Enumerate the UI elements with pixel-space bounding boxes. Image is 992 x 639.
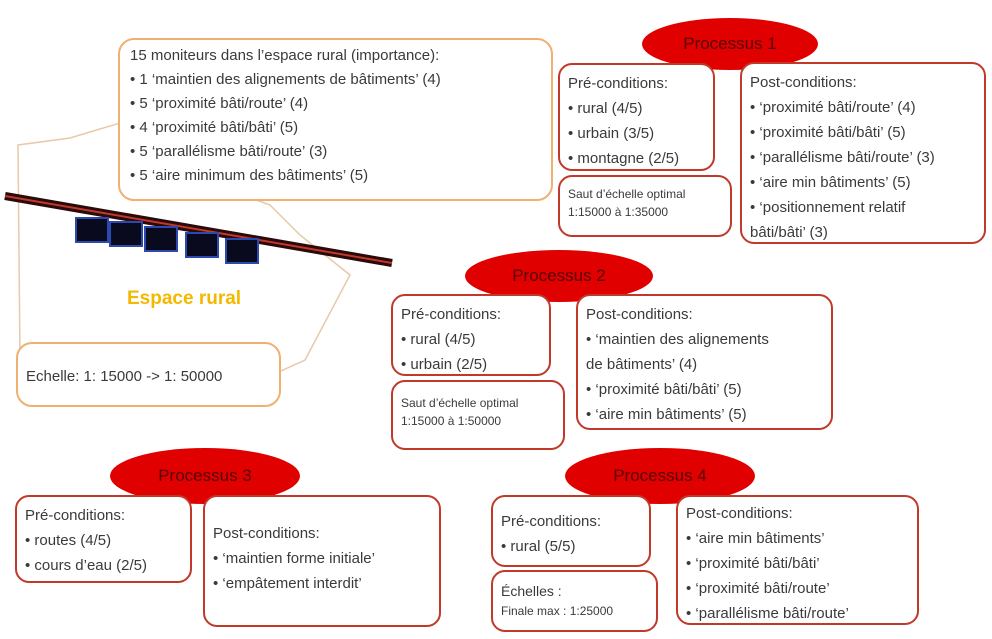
processus-1-title: Processus 1 bbox=[642, 18, 818, 70]
p2-preconditions-box: Pré-conditions: rural (4/5) urbain (2/5) bbox=[391, 294, 551, 376]
processus-4-title: Processus 4 bbox=[565, 448, 755, 504]
p2-scale-box: Saut d’échelle optimal 1:15000 à 1:50000 bbox=[391, 380, 565, 450]
p4-post-item: ‘proximité bâti/route’ bbox=[686, 576, 909, 601]
p4-scale-line1: Échelles : bbox=[501, 583, 562, 599]
p2-post-title: Post-conditions: bbox=[586, 306, 693, 323]
p1-postconditions-box: Post-conditions: ‘proximité bâti/route’ … bbox=[740, 62, 986, 244]
p2-scale-line2: 1:15000 à 1:50000 bbox=[401, 414, 502, 428]
p4-scale-box: Échelles : Finale max : 1:25000 bbox=[491, 570, 658, 632]
p2-post-item-cont: de bâtiments’ (4) bbox=[586, 356, 698, 373]
monitor-item: 5 ‘parallélisme bâti/route’ (3) bbox=[130, 140, 541, 164]
p3-postconditions-box: Post-conditions: ‘maintien forme initial… bbox=[203, 495, 441, 627]
p3-pre-item: cours d’eau (2/5) bbox=[25, 553, 182, 578]
building bbox=[144, 226, 178, 252]
monitor-item: 5 ‘aire minimum des bâtiments’ (5) bbox=[130, 164, 541, 188]
p1-post-item: ‘aire min bâtiments’ (5) bbox=[750, 170, 976, 195]
p1-post-item: ‘proximité bâti/bâti’ (5) bbox=[750, 120, 976, 145]
p4-post-item: ‘parallélisme bâti/route’ bbox=[686, 601, 909, 623]
p3-post-item: ‘empâtement interdit’ bbox=[213, 571, 431, 596]
p3-preconditions-box: Pré-conditions: routes (4/5) cours d’eau… bbox=[15, 495, 192, 583]
monitors-title: 15 moniteurs dans l’espace rural (import… bbox=[130, 47, 440, 64]
p4-post-title: Post-conditions: bbox=[686, 505, 793, 522]
p1-pre-item: rural (4/5) bbox=[568, 96, 705, 121]
p2-postconditions-box: Post-conditions: ‘maintien des alignemen… bbox=[576, 294, 833, 430]
p1-post-item: ‘positionnement relatif bbox=[750, 195, 976, 220]
monitor-item: 4 ‘proximité bâti/bâti’ (5) bbox=[130, 116, 541, 140]
p2-scale-line1: Saut d’échelle optimal bbox=[401, 396, 519, 410]
p1-scale-line1: Saut d’échelle optimal bbox=[568, 187, 686, 201]
p1-post-item: ‘parallélisme bâti/route’ (3) bbox=[750, 145, 976, 170]
p3-pre-item: routes (4/5) bbox=[25, 528, 182, 553]
p4-preconditions-box: Pré-conditions: rural (5/5) bbox=[491, 495, 651, 567]
p3-post-item: ‘maintien forme initiale’ bbox=[213, 546, 431, 571]
p3-post-title: Post-conditions: bbox=[213, 525, 320, 542]
scale-text: Echelle: 1: 15000 -> 1: 50000 bbox=[26, 368, 223, 385]
building bbox=[109, 221, 143, 247]
p1-pre-item: montagne (2/5) bbox=[568, 146, 705, 169]
p1-scale-line2: 1:15000 à 1:35000 bbox=[568, 205, 669, 219]
processus-3-title: Processus 3 bbox=[110, 448, 300, 504]
p2-post-item: ‘proximité bâti/bâti’ (5) bbox=[586, 377, 823, 402]
processus-2-title: Processus 2 bbox=[465, 250, 653, 302]
p4-post-item: ‘proximité bâti/bâti’ bbox=[686, 551, 909, 576]
rural-area-illustration bbox=[4, 119, 393, 393]
p2-pre-item: rural (4/5) bbox=[401, 327, 541, 352]
scale-box: Echelle: 1: 15000 -> 1: 50000 bbox=[16, 342, 281, 407]
p1-preconditions-box: Pré-conditions: rural (4/5) urbain (3/5)… bbox=[558, 63, 715, 171]
p1-post-item: ‘proximité bâti/route’ (4) bbox=[750, 95, 976, 120]
p3-pre-title: Pré-conditions: bbox=[25, 507, 126, 524]
p2-pre-title: Pré-conditions: bbox=[401, 306, 502, 323]
p4-postconditions-box: Post-conditions: ‘aire min bâtiments’ ‘p… bbox=[676, 495, 919, 625]
building bbox=[225, 238, 259, 264]
p4-post-item: ‘aire min bâtiments’ bbox=[686, 526, 909, 551]
p1-pre-title: Pré-conditions: bbox=[568, 75, 669, 92]
p1-scale-box: Saut d’échelle optimal 1:15000 à 1:35000 bbox=[558, 175, 732, 237]
p4-pre-title: Pré-conditions: bbox=[501, 513, 602, 530]
p1-post-title: Post-conditions: bbox=[750, 74, 857, 91]
p2-post-item: ‘aire min bâtiments’ (5) bbox=[586, 402, 823, 427]
p4-scale-line2: Finale max : 1:25000 bbox=[501, 604, 614, 618]
p4-pre-item: rural (5/5) bbox=[501, 534, 641, 559]
monitor-item: 1 ‘maintien des alignements de bâtiments… bbox=[130, 68, 541, 92]
p1-post-item-cont: bâti/bâti’ (3) bbox=[750, 224, 828, 241]
monitors-list: 1 ‘maintien des alignements de bâtiments… bbox=[130, 68, 541, 188]
monitor-item: 5 ‘proximité bâti/route’ (4) bbox=[130, 92, 541, 116]
monitors-box: 15 moniteurs dans l’espace rural (import… bbox=[118, 38, 553, 201]
building bbox=[75, 217, 109, 243]
p2-pre-item: urbain (2/5) bbox=[401, 352, 541, 374]
building bbox=[185, 232, 219, 258]
p1-pre-item: urbain (3/5) bbox=[568, 121, 705, 146]
espace-rural-label: Espace rural bbox=[127, 288, 242, 309]
p2-post-item: ‘maintien des alignements bbox=[586, 327, 823, 352]
